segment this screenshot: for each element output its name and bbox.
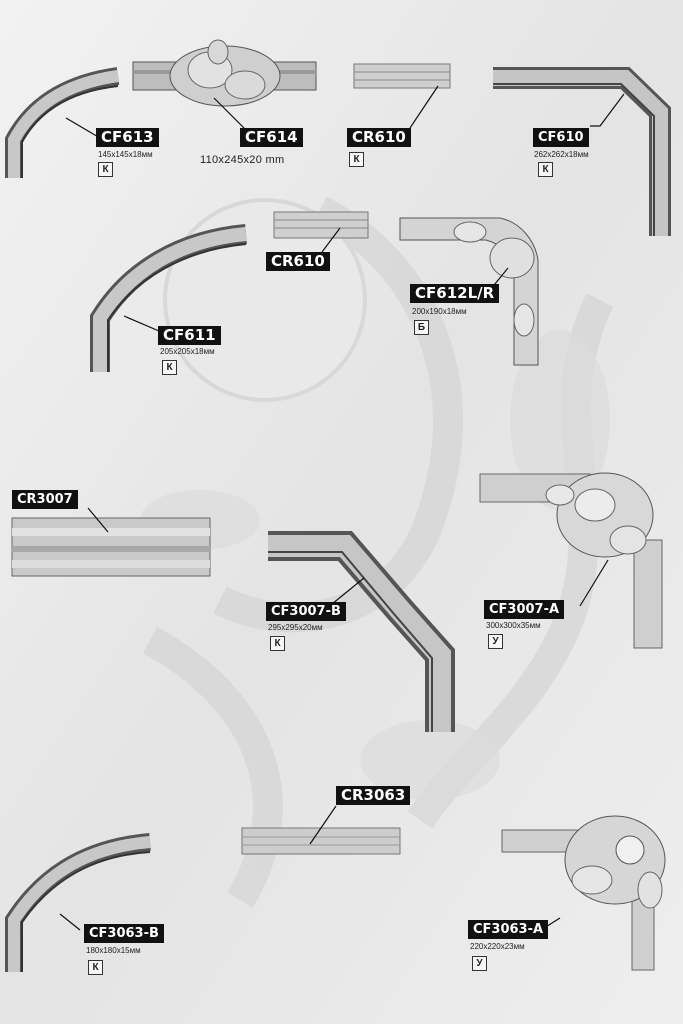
cr3007-strip (11, 517, 211, 577)
cf614-code: CF614 (240, 128, 303, 147)
cf611-size: 205x205x18мм (160, 347, 215, 356)
cf3007a-code: CF3007-A (484, 600, 565, 619)
cf3007a-moulding (479, 472, 663, 649)
cf3007b-moulding (268, 531, 455, 732)
cf611-type: К (162, 360, 177, 375)
cf614-size: 110x245x20 mm (200, 154, 285, 166)
cf3063a-code: CF3063-A (468, 920, 549, 939)
cf612-moulding (399, 217, 539, 366)
cf3063b-size: 180x180x15мм (86, 946, 141, 955)
cf3063a-moulding (501, 815, 666, 971)
cf612-code: CF612L/R (410, 284, 500, 303)
cf3007b-type: К (270, 636, 285, 651)
cf613-size: 145x145x18мм (98, 150, 153, 159)
cf613-code: CF613 (96, 128, 159, 147)
cr610-type-top: К (349, 152, 364, 167)
cf3063b-code: CF3063-B (84, 924, 164, 943)
cf3063b-moulding (5, 833, 151, 972)
cf611-moulding (90, 224, 247, 372)
cf612-size: 200x190x18мм (412, 307, 467, 316)
cf612-type: Б (414, 320, 429, 335)
cr3007-code: CR3007 (12, 490, 78, 509)
cf3007b-code: CF3007-B (266, 602, 346, 621)
cr610-strip-top (353, 63, 451, 89)
cf610-type: К (538, 162, 553, 177)
cf3063a-size: 220x220x23мм (470, 942, 525, 951)
cf614-moulding (132, 39, 317, 107)
cf3007a-size: 300x300x35мм (486, 621, 541, 630)
cf3063b-type: К (88, 960, 103, 975)
cf610-size: 262x262x18мм (534, 150, 589, 159)
cf3007a-type: У (488, 634, 503, 649)
cr3063-strip (241, 827, 401, 855)
cf3063a-type: У (472, 956, 487, 971)
cr610-code-top: CR610 (347, 128, 411, 147)
cr610-strip-middle (273, 211, 369, 239)
cf610-code: CF610 (533, 128, 589, 147)
cr3063-code: CR3063 (336, 786, 411, 805)
cf610-moulding (493, 67, 671, 236)
cf613-type: К (98, 162, 113, 177)
cr610-code-middle: CR610 (266, 252, 330, 271)
cf611-code: CF611 (158, 326, 221, 345)
cf613-moulding (5, 67, 120, 178)
cf3007b-size: 295x295x20мм (268, 623, 323, 632)
